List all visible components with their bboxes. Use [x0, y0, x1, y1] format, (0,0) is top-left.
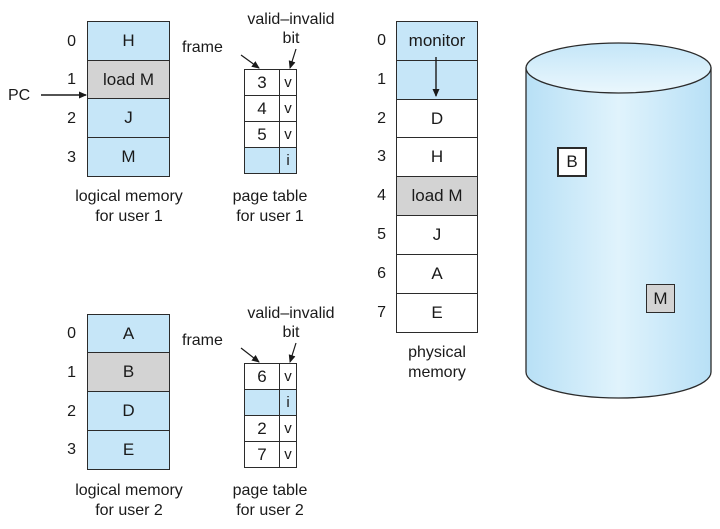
frame-number [244, 147, 280, 174]
frame-index: 7 [377, 304, 386, 321]
frame-number: 2 [244, 415, 280, 442]
page-index: 0 [67, 33, 76, 50]
frame-index: 4 [377, 187, 386, 204]
valid-invalid-label: valid–invalid bit [247, 305, 335, 341]
page-index: 2 [67, 110, 76, 127]
frame-label: frame [182, 332, 223, 349]
frame-label: frame [182, 39, 223, 56]
logical-memory-caption: logical memory for user 1 [75, 188, 183, 225]
valid-bit-pointer-arrow [288, 48, 297, 69]
logical-page: A [87, 314, 170, 353]
logical-page: B [87, 352, 170, 392]
logical-page: H [87, 21, 170, 61]
frame-pointer-arrow [240, 347, 260, 363]
program-counter-label: PC [8, 87, 31, 104]
frame-pointer-arrow [240, 54, 260, 69]
frame-index: 2 [377, 110, 386, 127]
frame-index: 6 [377, 265, 386, 282]
physical-frame: monitor [396, 21, 478, 61]
frame-index: 1 [377, 71, 386, 88]
frame-number: 6 [244, 363, 280, 390]
page-index: 3 [67, 441, 76, 458]
logical-page: D [87, 391, 170, 431]
disk-body [525, 67, 712, 399]
physical-frame: H [396, 137, 478, 177]
valid-bit: v [279, 441, 297, 468]
physical-frame: D [396, 99, 478, 138]
logical-page: M [87, 137, 170, 177]
physical-memory-caption: physical memory [408, 344, 466, 381]
valid-bit: i [279, 147, 297, 174]
physical-frame: load M [396, 176, 478, 216]
valid-bit: v [279, 69, 297, 96]
valid-bit: v [279, 363, 297, 390]
physical-frame: J [396, 215, 478, 255]
disk-page-b: B [557, 147, 587, 177]
disk-top [525, 42, 712, 94]
page-index: 2 [67, 403, 76, 420]
logical-page: J [87, 98, 170, 138]
valid-bit: v [279, 415, 297, 442]
physical-frame [396, 60, 478, 100]
valid-bit: v [279, 121, 297, 148]
valid-bit-pointer-arrow [288, 342, 297, 363]
valid-invalid-label: valid–invalid bit [247, 11, 335, 47]
logical-memory-caption: logical memory for user 2 [75, 482, 183, 519]
valid-bit: v [279, 95, 297, 122]
frame-index: 5 [377, 226, 386, 243]
page-index: 3 [67, 149, 76, 166]
page-index: 1 [67, 71, 76, 88]
page-table-caption: page table for user 2 [232, 482, 308, 519]
disk-page-m: M [646, 284, 675, 313]
physical-frame: E [396, 293, 478, 333]
frame-number: 5 [244, 121, 280, 148]
valid-bit: i [279, 389, 297, 416]
frame-number: 4 [244, 95, 280, 122]
logical-page: load M [87, 60, 170, 99]
physical-frame: A [396, 254, 478, 294]
page-index: 1 [67, 364, 76, 381]
frame-index: 3 [377, 148, 386, 165]
frame-number [244, 389, 280, 416]
frame-number: 3 [244, 69, 280, 96]
frame-index: 0 [377, 32, 386, 49]
frame-number: 7 [244, 441, 280, 468]
logical-page: E [87, 430, 170, 470]
page-index: 0 [67, 325, 76, 342]
page-table-caption: page table for user 1 [232, 188, 308, 225]
